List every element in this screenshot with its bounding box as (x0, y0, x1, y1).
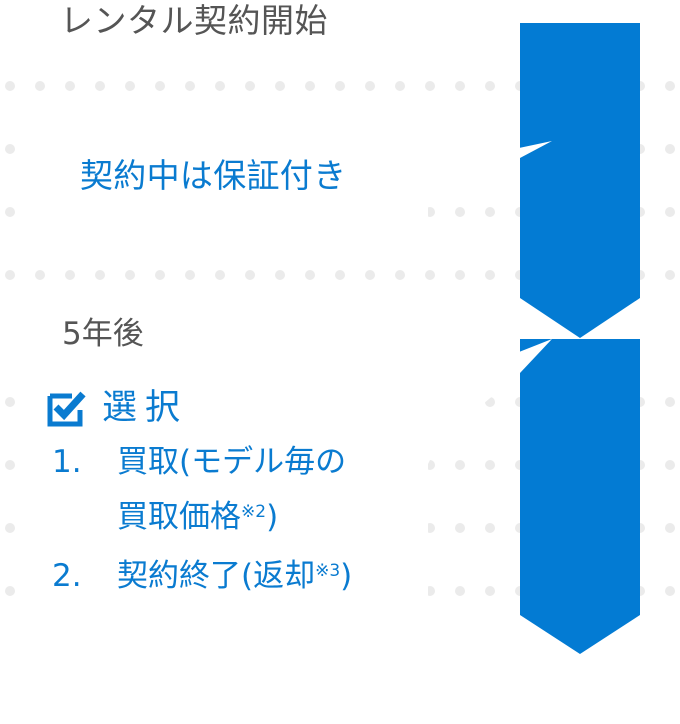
background-dot (155, 270, 165, 280)
background-dot (665, 144, 675, 154)
background-dot (485, 81, 495, 91)
background-dot (125, 270, 135, 280)
option-2-text: 契約終了(返却※3) (117, 561, 352, 592)
option-2-number: 2. (52, 558, 82, 594)
background-dot (665, 523, 675, 533)
background-dot (455, 460, 465, 470)
background-dot (665, 586, 675, 596)
background-dot (5, 207, 15, 217)
background-dot (245, 81, 255, 91)
background-dot (665, 397, 675, 407)
background-dot (5, 523, 15, 533)
background-dot (665, 81, 675, 91)
background-dot (665, 270, 675, 280)
background-dot (665, 207, 675, 217)
background-dot (455, 81, 465, 91)
background-dot (335, 270, 345, 280)
background-dot (5, 144, 15, 154)
background-dot (425, 270, 435, 280)
option-2-footnote-mark: ※3 (315, 561, 341, 581)
background-dot (395, 81, 405, 91)
background-dot (215, 270, 225, 280)
background-dot (5, 81, 15, 91)
background-dot (485, 207, 495, 217)
background-dot (185, 81, 195, 91)
background-dot (665, 460, 675, 470)
background-dot (335, 81, 345, 91)
background-dot (245, 270, 255, 280)
background-dot (485, 460, 495, 470)
background-dot (425, 81, 435, 91)
callout-choice (22, 339, 552, 610)
arrow-down-choice (520, 339, 640, 654)
contract-guarantee-note: 契約中は保証付き (80, 156, 347, 195)
background-dot (65, 81, 75, 91)
background-dot (395, 270, 405, 280)
background-dot (5, 270, 15, 280)
choice-heading: 選択 (102, 388, 189, 428)
background-dot (365, 81, 375, 91)
option-1-number: 1. (52, 444, 82, 480)
option-1-line-1: 買取(モデル毎の (117, 444, 347, 480)
background-dot (155, 81, 165, 91)
background-dot (65, 270, 75, 280)
option-1-price-text: 買取価格 (117, 499, 241, 535)
background-dot (5, 586, 15, 596)
background-dot (95, 81, 105, 91)
background-dot (485, 523, 495, 533)
option-1-close-paren: ) (266, 499, 279, 535)
background-dot (455, 523, 465, 533)
option-1-footnote-mark: ※2 (241, 502, 267, 522)
background-dot (485, 586, 495, 596)
option-2-label: 契約終了(返却 (117, 558, 316, 594)
arrow-down-contract-period (520, 23, 640, 338)
after-five-years-heading: 5年後 (62, 316, 144, 352)
background-dot (95, 270, 105, 280)
option-2-close-paren: ) (340, 558, 353, 594)
callout-tail-choice (519, 339, 552, 373)
background-dot (275, 270, 285, 280)
background-dot (125, 81, 135, 91)
background-dot (305, 81, 315, 91)
contract-start-heading: レンタル契約開始 (60, 1, 328, 40)
background-dot (185, 270, 195, 280)
background-dot (215, 81, 225, 91)
background-dot (35, 270, 45, 280)
background-dot (5, 397, 15, 407)
checkbox-checked-icon (47, 391, 86, 427)
background-dot (305, 270, 315, 280)
background-dot (365, 270, 375, 280)
background-dot (275, 81, 285, 91)
background-dot (455, 270, 465, 280)
option-1-line-2: 買取価格※2) (117, 502, 278, 533)
background-dot (5, 460, 15, 470)
background-dot (455, 207, 465, 217)
callout-tail-contract-note (519, 141, 552, 158)
callout-contract-note (22, 120, 552, 240)
background-dot (455, 586, 465, 596)
background-dot (485, 270, 495, 280)
background-dot (35, 81, 45, 91)
